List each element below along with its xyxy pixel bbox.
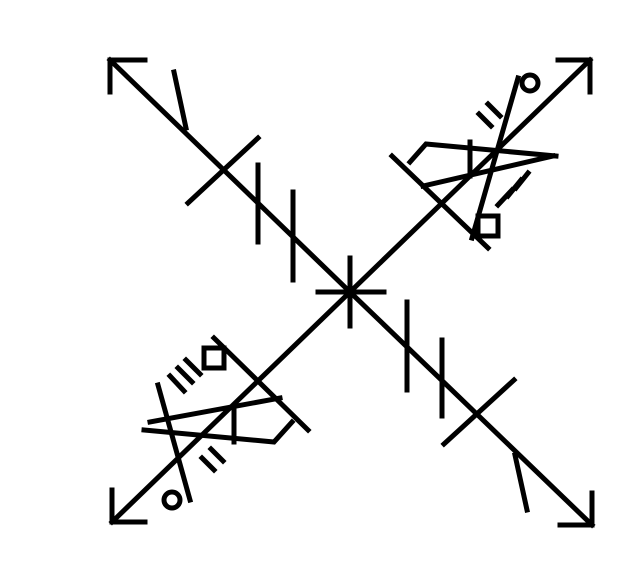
lower-left-square: [201, 345, 227, 371]
arrowhead-bottom-left: [109, 487, 148, 525]
diagonal-upper-left-arm: [106, 56, 354, 296]
lower-right-cross-bar: [440, 376, 518, 448]
lower-left-tick-5: [207, 445, 227, 465]
diagonal-lower-right-arm: [346, 288, 596, 529]
lower-left-tick-3: [182, 356, 204, 378]
corner-arrowheads: [107, 57, 595, 528]
upper-right-square: [475, 213, 501, 239]
upper-right-diagonal-slash: [420, 153, 556, 189]
arrowhead-top-right: [555, 57, 593, 95]
lower-left-tick-4: [198, 454, 218, 474]
lower-left-diagonal-slash: [147, 395, 283, 425]
lower-left-arm-marks: [141, 334, 312, 511]
lower-left-tick-2: [174, 364, 196, 386]
upper-right-parallel-bar: [388, 152, 492, 252]
upper-right-ring: [519, 72, 541, 94]
upper-right-tick-2: [484, 100, 504, 120]
upper-right-tick-5: [512, 169, 532, 192]
lower-left-ring: [161, 489, 183, 511]
arrowhead-bottom-right: [557, 490, 595, 528]
lower-left-bracket-bottom: [141, 418, 296, 445]
upper-right-arm-marks: [388, 72, 559, 252]
lower-left-tick-1: [166, 372, 188, 395]
upper-right-long-slash: [468, 74, 522, 242]
upper-left-arm-marks: [171, 69, 296, 283]
upper-left-cross-bar: [184, 134, 262, 207]
center-star: [315, 255, 387, 329]
upper-right-bracket-top: [406, 141, 559, 166]
lower-left-long-slash: [154, 381, 194, 504]
upper-left-hook-stroke: [171, 69, 189, 131]
lower-left-parallel-bar: [210, 334, 312, 434]
lower-right-hook-stroke: [512, 452, 530, 513]
arrowhead-top-left: [107, 57, 148, 95]
upper-right-tick-1: [475, 110, 495, 130]
lower-right-arm-marks: [404, 299, 530, 513]
